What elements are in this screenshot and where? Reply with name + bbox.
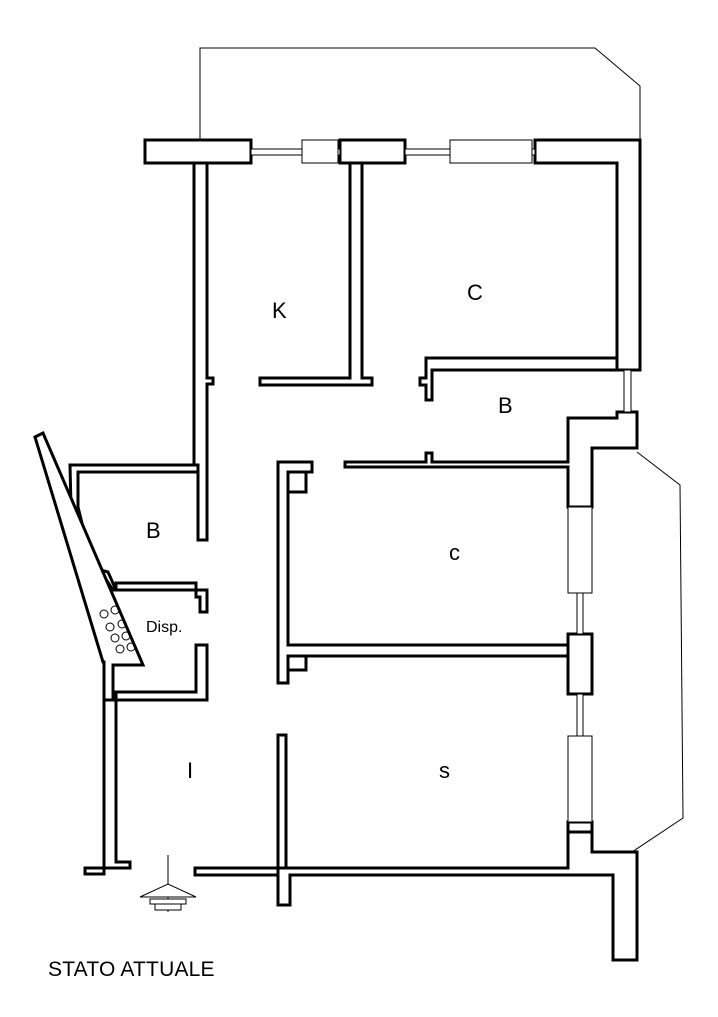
window-bath-right (623, 369, 632, 413)
walls (33, 138, 642, 962)
wall-kitchen-east (258, 161, 374, 387)
wall-left-diagonal (33, 430, 146, 870)
wall-entrance-west (83, 698, 132, 876)
wall-bedroom-c-corner (533, 138, 642, 372)
wall-kitchen-west (192, 161, 215, 542)
window-bedroom-mid (567, 506, 593, 594)
room-label-kitchen: K (272, 298, 287, 323)
wall-right-column (343, 410, 639, 509)
room-label-bath-left: B (146, 518, 161, 543)
window-kitchen-frame (301, 139, 339, 164)
wall-top-middle (338, 138, 407, 165)
wall-living-right (566, 820, 594, 834)
wall-right-mid (566, 632, 594, 696)
window-bedroom-mid-sill (576, 592, 584, 635)
room-label-storage: Disp. (146, 619, 182, 636)
wall-bedroom-mid-west (276, 460, 580, 685)
shaft-vents (99, 605, 136, 654)
room-label-bath-right: B (498, 393, 513, 418)
room-label-living: s (439, 758, 450, 783)
wall-top-left (143, 138, 253, 165)
window-living (576, 693, 584, 737)
window-living-frame (567, 735, 593, 823)
column-bottom (286, 654, 308, 672)
right-terrace-outline (631, 451, 684, 853)
column-top (286, 470, 308, 494)
top-balcony-outline (199, 47, 641, 140)
wall-bottom (193, 866, 280, 877)
wall-bath-right-top (418, 356, 619, 402)
wall-entrance-living (276, 733, 288, 872)
room-label-entrance: I (187, 758, 193, 783)
room-label-bedroom-top: C (467, 280, 483, 305)
window-bedroom-top-frame (449, 139, 533, 164)
wall-bottom-right (276, 820, 639, 962)
entrance-arrow-icon (139, 855, 197, 912)
window-kitchen (250, 148, 341, 156)
wall-storage-top (114, 581, 209, 614)
room-label-bedroom-mid: c (449, 540, 460, 565)
windows (250, 139, 632, 823)
plan-caption: STATO ATTUALE (48, 958, 215, 981)
